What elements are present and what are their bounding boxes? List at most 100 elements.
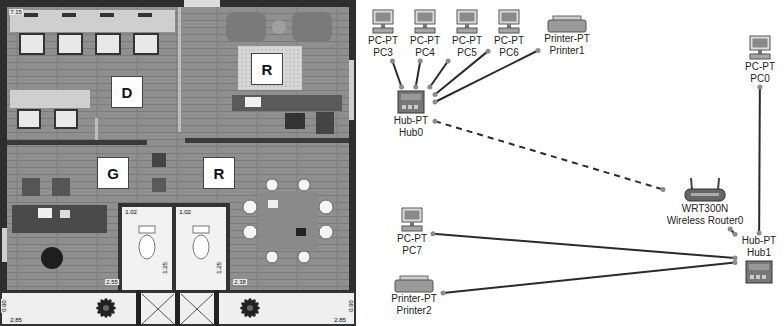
pc-icon (410, 222, 414, 226)
meeting-table (319, 200, 333, 214)
port-dot (733, 256, 738, 261)
icon-holder (547, 15, 587, 33)
router-icon (685, 189, 725, 201)
network-cable (416, 61, 421, 87)
hub-icon (408, 105, 412, 109)
lounge-furniture (292, 12, 332, 42)
lounge-furniture (226, 12, 342, 134)
dimension-label: 2.55 (105, 279, 119, 285)
network-cable (392, 61, 401, 87)
network-cable (435, 51, 538, 103)
icon-holder (412, 9, 438, 35)
port-dot (433, 119, 438, 124)
inner-walls (226, 203, 230, 290)
plant (96, 300, 116, 315)
outer-walls (349, 60, 354, 120)
lounge-furniture (232, 95, 342, 111)
port-dot (431, 231, 436, 236)
pc-icon (381, 24, 385, 28)
dimension-label: 0.90 (348, 299, 354, 313)
icon-holder (394, 275, 434, 293)
room-tag: R (251, 53, 283, 85)
network-cable (435, 121, 663, 189)
pc-icon (750, 54, 770, 59)
inner-walls (118, 203, 122, 290)
pc-icon (402, 226, 422, 231)
pc-icon (454, 9, 480, 35)
meeting-table (243, 225, 257, 239)
hub-icon (414, 105, 418, 109)
lounge-furniture (285, 113, 305, 129)
pc-icon (370, 9, 396, 35)
pc-icon (499, 10, 519, 24)
meeting-table (268, 200, 278, 208)
icon-holder (399, 207, 425, 233)
inner-walls (178, 7, 181, 132)
room-tag: G (97, 157, 129, 189)
port-dot (433, 100, 438, 105)
meeting-table (298, 251, 310, 263)
hub-icon (744, 259, 774, 285)
pc-device: PC-PT PC3 (363, 8, 403, 60)
bathrooms (139, 226, 155, 233)
dimension-label: 0.90 (1, 299, 7, 313)
hub-icon (398, 91, 424, 113)
hall-items (152, 153, 166, 192)
workstations (10, 10, 175, 32)
reception-desk (60, 210, 70, 218)
reception-desk (12, 205, 107, 233)
pc-icon (402, 208, 422, 222)
balcony (136, 290, 141, 326)
pc-icon (405, 211, 420, 220)
plant (103, 305, 109, 311)
workstations (10, 10, 175, 128)
port-dot (433, 92, 438, 97)
pc-icon (750, 36, 770, 50)
port-dot (728, 227, 733, 232)
router-icon (691, 178, 692, 190)
hub-icon (756, 275, 760, 279)
device-label: PC-PT PC6 (489, 35, 529, 59)
port-dot (733, 260, 738, 265)
port-dot (661, 187, 666, 192)
workstations (20, 34, 44, 54)
lounge-furniture (316, 112, 334, 134)
pc-device: PC-PT PC7 (392, 206, 432, 258)
balcony (0, 290, 356, 326)
workstations (24, 13, 38, 17)
pc-icon (460, 13, 475, 22)
dimension-label: 1.02 (124, 209, 138, 215)
port-dot (418, 59, 423, 64)
pc-icon (376, 13, 391, 22)
pc-icon (412, 9, 438, 35)
balcony (142, 294, 174, 324)
inner-walls (185, 138, 349, 143)
pc-icon (373, 28, 393, 33)
bathrooms (193, 226, 209, 233)
pc-icon (457, 28, 477, 33)
port-dot (399, 85, 404, 90)
room-tag: D (111, 76, 143, 108)
icon-holder (683, 177, 727, 203)
room-tag: R (203, 157, 235, 189)
balcony (181, 294, 213, 324)
outer-walls (2, 228, 7, 262)
meeting-table (319, 225, 333, 239)
dimension-label: 2.38 (233, 279, 247, 285)
pc-device: PC-PT PC6 (489, 8, 529, 60)
icon-holder (454, 9, 480, 35)
printer-device: Printer-PT Printer1 (539, 14, 595, 58)
port-dot (427, 85, 432, 90)
device-label: PC-PT PC5 (447, 35, 487, 59)
port-dot (757, 231, 762, 236)
room-letter: D (122, 85, 133, 100)
port-dot (757, 85, 762, 90)
plant (240, 298, 260, 318)
lounge-furniture (272, 20, 286, 34)
reception-desk (52, 178, 70, 196)
workstations (134, 34, 158, 54)
bathrooms (139, 235, 155, 259)
reception-desk (38, 208, 52, 218)
pc-icon (465, 24, 469, 28)
balcony (181, 294, 213, 324)
